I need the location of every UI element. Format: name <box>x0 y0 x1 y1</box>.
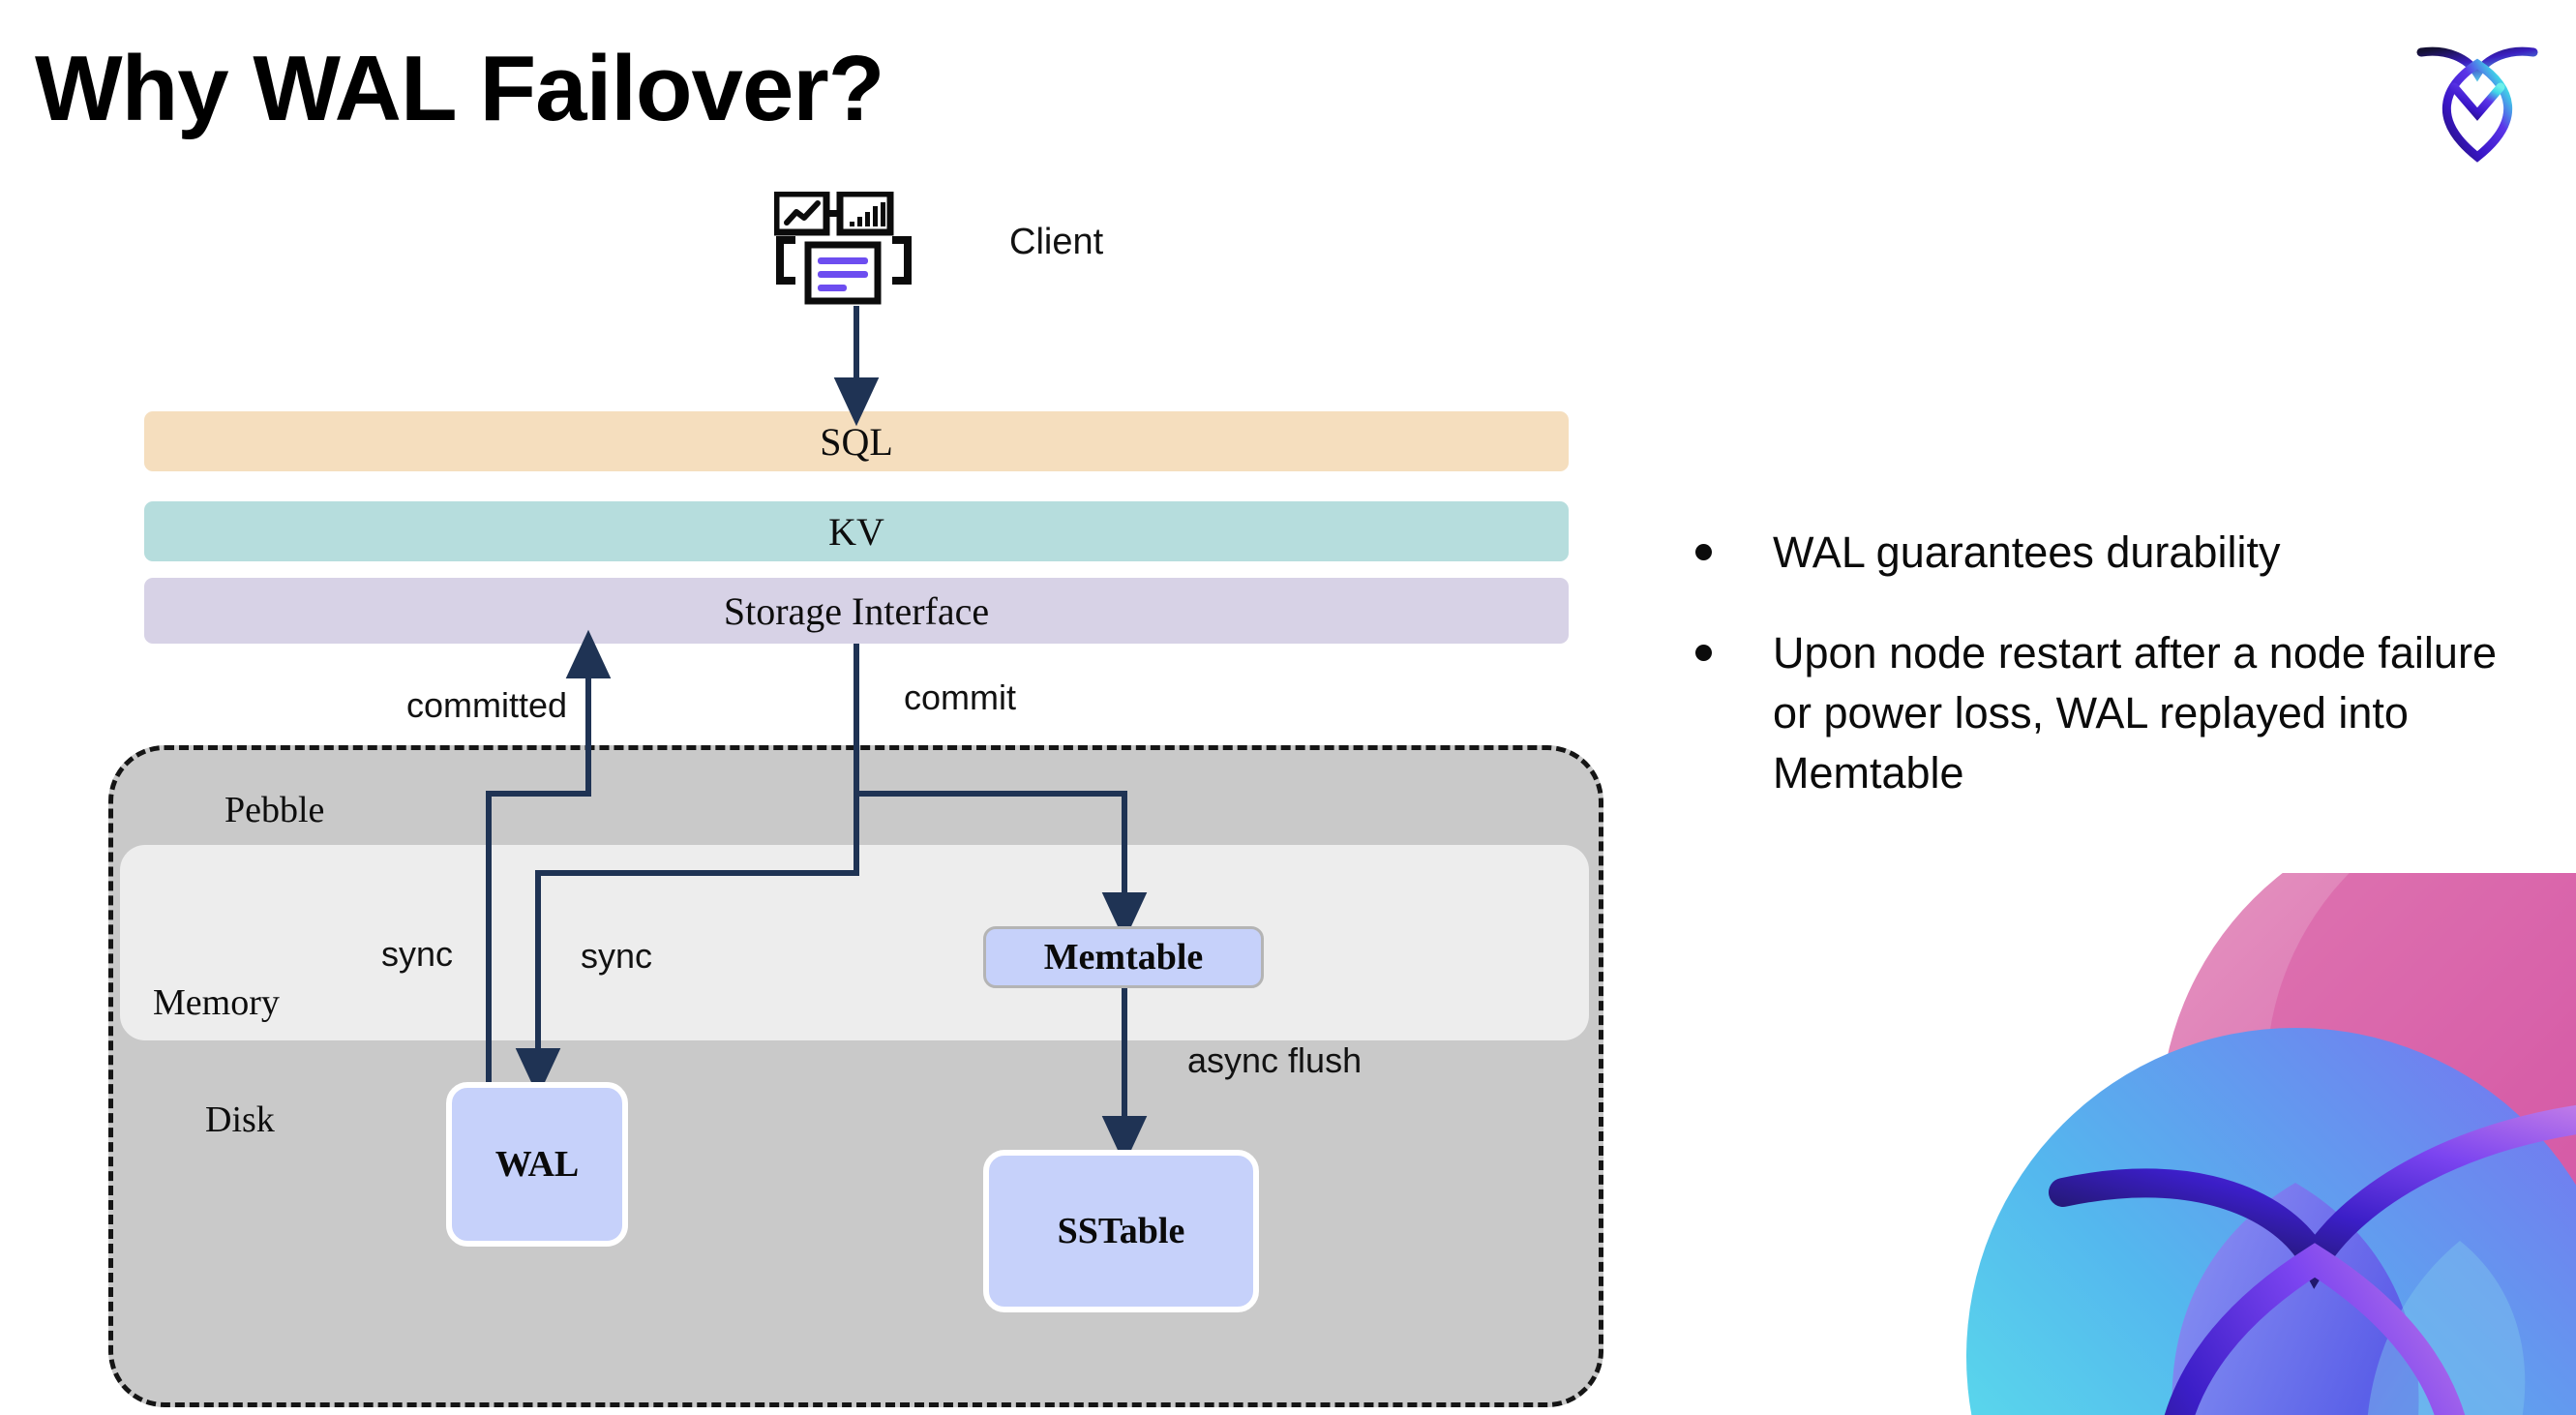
layer-bar-sql: SQL <box>144 411 1569 471</box>
client-monitor-icon <box>772 190 939 306</box>
pebble-label: Pebble <box>225 790 325 830</box>
page-title: Why WAL Failover? <box>35 37 884 140</box>
memory-label: Memory <box>153 982 280 1023</box>
edge-label-committed: committed <box>406 685 568 725</box>
node-memtable: Memtable <box>983 926 1264 988</box>
layer-bar-storage-interface-label: Storage Interface <box>723 588 990 633</box>
list-item: WAL guarantees durability <box>1695 523 2547 583</box>
bullet-text: WAL guarantees durability <box>1773 527 2281 577</box>
bullet-dot-icon <box>1695 544 1712 560</box>
memory-zone <box>120 845 1589 1040</box>
layer-bar-kv: KV <box>144 501 1569 561</box>
decorative-brand-artwork <box>1879 873 2576 1415</box>
bullet-dot-icon <box>1695 645 1712 662</box>
client-label: Client <box>1009 222 1104 262</box>
node-wal: WAL <box>446 1082 628 1247</box>
disk-label: Disk <box>205 1099 275 1140</box>
edge-label-async-flush: async flush <box>1187 1040 1363 1080</box>
node-memtable-label: Memtable <box>1043 937 1204 978</box>
node-sstable-label: SSTable <box>1057 1211 1185 1251</box>
cockroachdb-logo <box>2411 31 2543 166</box>
edge-label-sync-left: sync <box>381 934 454 974</box>
node-sstable: SSTable <box>983 1150 1259 1312</box>
bullet-text: Upon node restart after a node failure o… <box>1773 628 2497 798</box>
edge-label-commit: commit <box>904 677 1016 717</box>
layer-bar-kv-label: KV <box>828 509 884 554</box>
node-wal-label: WAL <box>494 1144 580 1185</box>
edge-label-sync-right: sync <box>581 936 653 976</box>
layer-bar-storage-interface: Storage Interface <box>144 578 1569 644</box>
list-item: Upon node restart after a node failure o… <box>1695 623 2547 803</box>
layer-bar-sql-label: SQL <box>820 419 893 464</box>
bullet-list: WAL guarantees durability Upon node rest… <box>1695 523 2547 844</box>
